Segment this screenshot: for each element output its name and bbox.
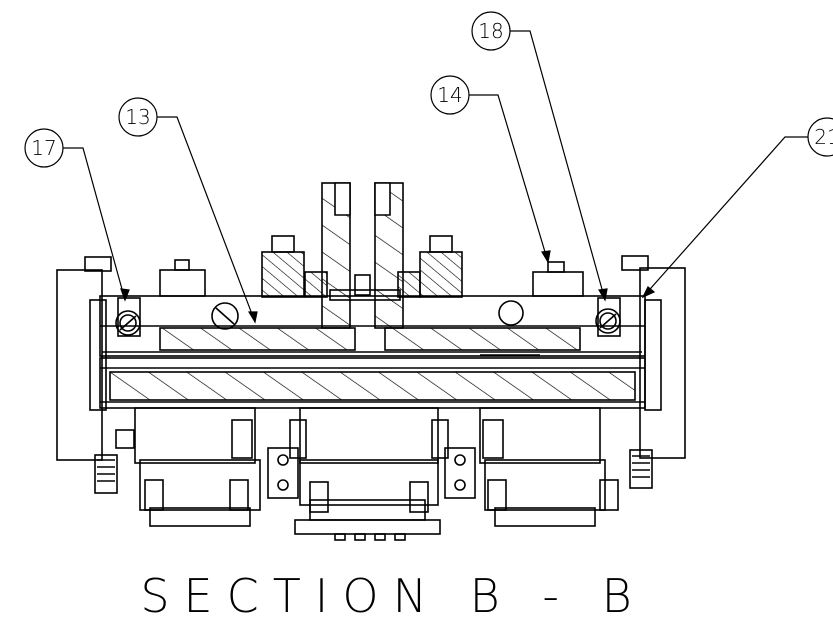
top-plate — [99, 295, 646, 357]
left-side-housing — [56, 256, 135, 494]
callout-17: 17 — [24, 128, 64, 168]
callout-18-label: 18 — [478, 19, 503, 43]
top-blocks — [159, 259, 584, 297]
callout-14-label: 14 — [437, 83, 462, 107]
callout-13-label: 13 — [125, 105, 150, 129]
leader-13 — [157, 116, 256, 323]
leader-18 — [510, 30, 606, 301]
middle-plate — [99, 354, 646, 409]
callout-21-label: 21 — [814, 125, 833, 149]
assembly-outline — [56, 182, 686, 541]
leader-14 — [451, 94, 549, 263]
callout-13: 13 — [118, 97, 158, 137]
screws — [115, 297, 621, 337]
callout-14: 14 — [430, 75, 470, 115]
central-fixtures — [261, 182, 463, 329]
leader-21 — [642, 136, 808, 298]
lower-modules — [134, 407, 619, 541]
callout-18: 18 — [471, 11, 511, 51]
callout-17-label: 17 — [31, 136, 56, 160]
section-title: SECTION B - B — [140, 569, 645, 623]
callout-21: 21 — [807, 117, 833, 157]
leader-17 — [63, 147, 126, 301]
